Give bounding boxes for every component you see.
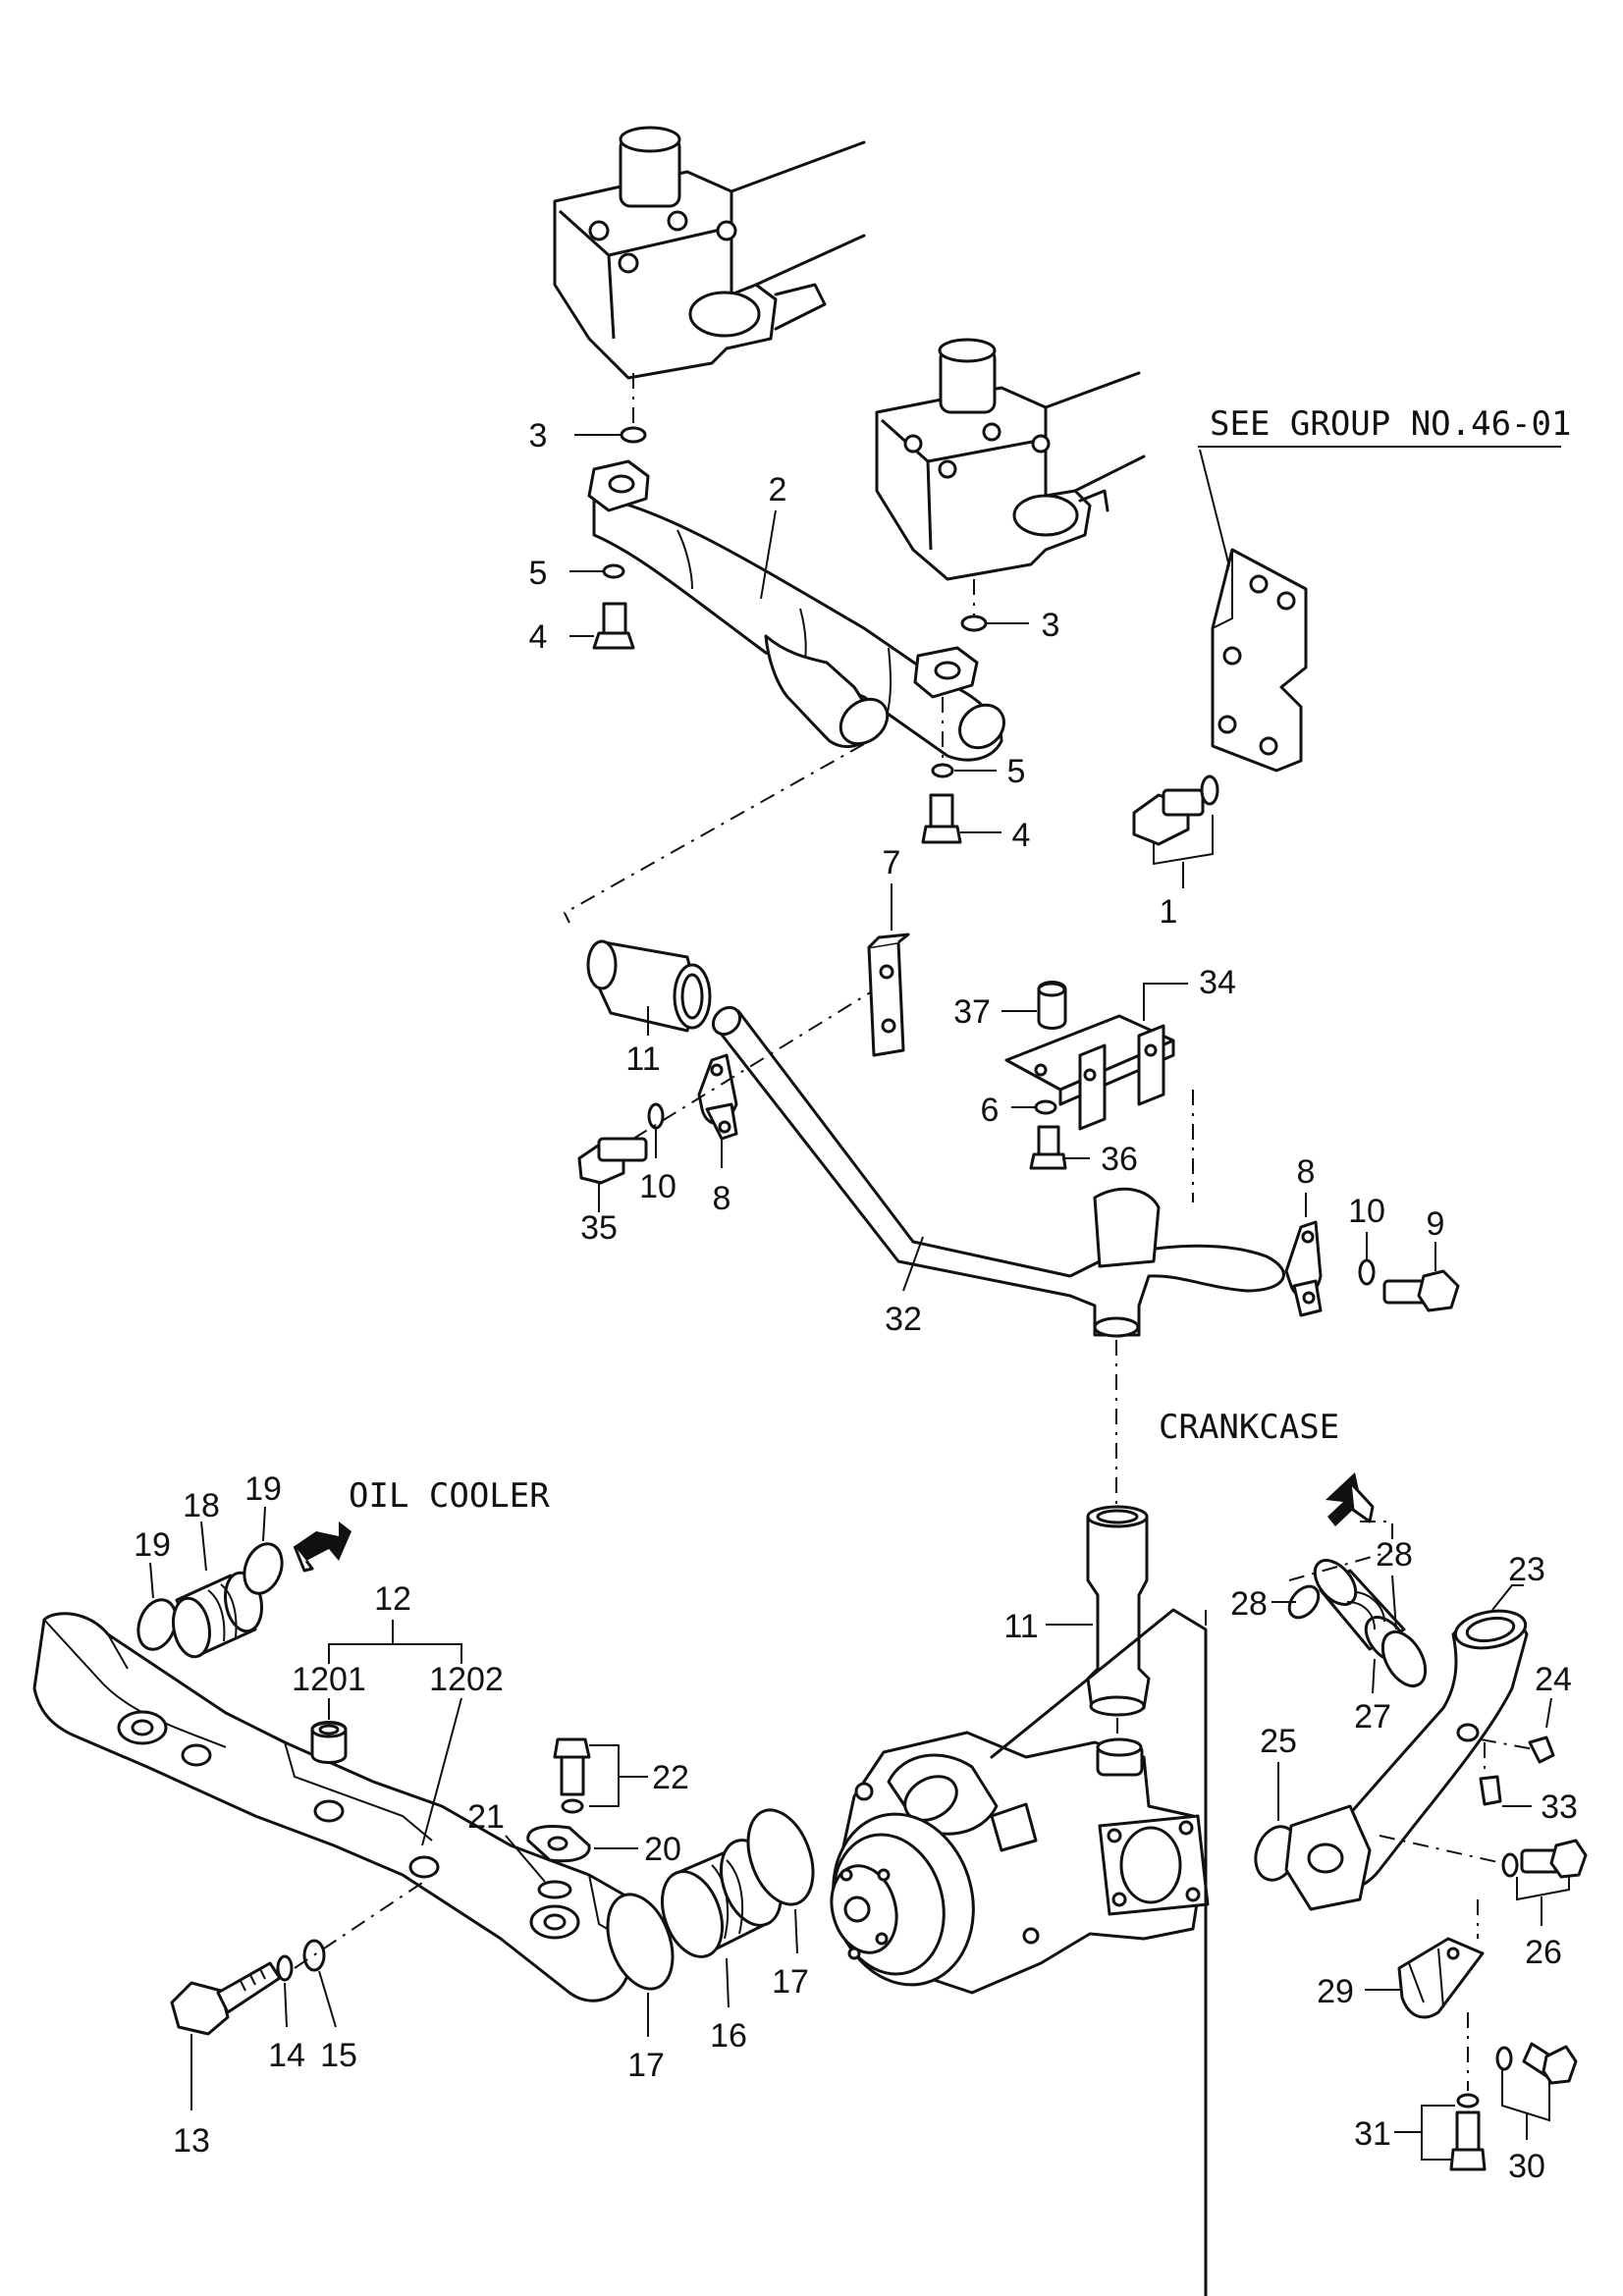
bracket-bolt-31 bbox=[1394, 2093, 1487, 2171]
label-17b: 17 bbox=[772, 1963, 809, 2001]
label-29: 29 bbox=[1317, 1973, 1354, 2010]
outlet-elbow bbox=[1254, 1584, 1529, 1911]
label-13: 13 bbox=[173, 2122, 210, 2160]
part-labels: 1 2 3 3 4 4 5 5 6 7 8 8 9 10 10 11 11 12… bbox=[134, 417, 1578, 2185]
label-6: 6 bbox=[981, 1092, 1000, 1129]
label-4a: 4 bbox=[529, 618, 548, 656]
crankcase-arrow: CRANKCASE bbox=[1159, 1408, 1393, 1546]
see-group-note: SEE GROUP NO.46-01 bbox=[1210, 404, 1571, 444]
label-1201: 1201 bbox=[292, 1661, 366, 1698]
label-19b: 19 bbox=[244, 1470, 282, 1508]
label-19a: 19 bbox=[134, 1526, 171, 1564]
oil-cooler-hose bbox=[136, 1506, 284, 1659]
thermostat-housing-upper bbox=[553, 126, 866, 380]
cover-plate bbox=[505, 1737, 648, 1899]
water-pipe-middle bbox=[711, 1005, 1285, 1338]
clamp-left bbox=[577, 990, 873, 1212]
label-14: 14 bbox=[268, 2037, 305, 2074]
engine-bracket: SEE GROUP NO.46-01 bbox=[1198, 404, 1571, 773]
label-24: 24 bbox=[1535, 1661, 1572, 1698]
label-35: 35 bbox=[580, 1209, 618, 1247]
clip-7 bbox=[867, 883, 910, 1057]
label-33: 33 bbox=[1541, 1789, 1578, 1826]
label-31: 31 bbox=[1354, 2115, 1391, 2153]
label-27: 27 bbox=[1354, 1698, 1391, 1735]
hose-lower bbox=[1046, 1505, 1151, 1742]
thermostat-housing-lower bbox=[875, 338, 1146, 581]
label-37: 37 bbox=[953, 993, 991, 1031]
label-16: 16 bbox=[710, 2017, 747, 2055]
label-5a: 5 bbox=[529, 555, 548, 592]
label-7: 7 bbox=[883, 844, 901, 881]
label-21: 21 bbox=[467, 1798, 505, 1836]
label-5b: 5 bbox=[1007, 753, 1026, 790]
oil-cooler-cover bbox=[32, 1612, 630, 2002]
bracket-34 bbox=[1001, 981, 1194, 1202]
label-4b: 4 bbox=[1012, 817, 1031, 854]
cover-bolt bbox=[170, 1882, 423, 2110]
upper-fasteners bbox=[563, 373, 1029, 924]
label-25: 25 bbox=[1260, 1723, 1297, 1760]
label-28b: 28 bbox=[1376, 1536, 1413, 1574]
elbow-bolt bbox=[1379, 1835, 1588, 1926]
label-15: 15 bbox=[320, 2037, 357, 2074]
label-9: 9 bbox=[1427, 1205, 1445, 1243]
crankcase-hose bbox=[1271, 1550, 1428, 1694]
label-8b: 8 bbox=[1297, 1153, 1316, 1191]
label-26: 26 bbox=[1525, 1934, 1562, 1971]
label-10a: 10 bbox=[639, 1168, 676, 1205]
water-pump bbox=[830, 1608, 1210, 2296]
label-23: 23 bbox=[1508, 1551, 1545, 1588]
label-30: 30 bbox=[1508, 2148, 1545, 2185]
label-8a: 8 bbox=[713, 1180, 731, 1217]
crankcase-note: CRANKCASE bbox=[1159, 1408, 1339, 1447]
bracket-29 bbox=[1365, 1899, 1485, 2091]
label-20: 20 bbox=[644, 1831, 681, 1868]
label-17a: 17 bbox=[627, 2047, 665, 2084]
oil-cooler-note: OIL COOLER bbox=[349, 1476, 550, 1516]
item-12-group bbox=[310, 1620, 462, 1846]
label-10b: 10 bbox=[1348, 1193, 1385, 1230]
elbow-plugs bbox=[1479, 1697, 1555, 1807]
clamp-right bbox=[1284, 1193, 1460, 1317]
pump-hose bbox=[606, 1808, 815, 2037]
water-pipe-upper bbox=[587, 459, 1005, 762]
label-32: 32 bbox=[885, 1301, 922, 1338]
label-11a: 11 bbox=[625, 1041, 660, 1078]
label-1: 1 bbox=[1160, 893, 1178, 931]
label-2: 2 bbox=[769, 471, 787, 508]
hose-upper bbox=[586, 939, 712, 1036]
label-36: 36 bbox=[1101, 1141, 1138, 1178]
label-22: 22 bbox=[652, 1759, 689, 1796]
label-28a: 28 bbox=[1230, 1585, 1268, 1623]
label-3a: 3 bbox=[529, 417, 548, 454]
label-18: 18 bbox=[183, 1487, 220, 1524]
oil-cooler-arrow: OIL COOLER bbox=[293, 1476, 550, 1573]
label-11b: 11 bbox=[1003, 1608, 1038, 1645]
label-1202: 1202 bbox=[429, 1661, 504, 1698]
bracket-bolt bbox=[1132, 774, 1219, 888]
label-12: 12 bbox=[374, 1580, 411, 1618]
label-34: 34 bbox=[1199, 964, 1236, 1001]
bracket-bolt-30 bbox=[1495, 2042, 1578, 2140]
label-3b: 3 bbox=[1042, 607, 1060, 644]
